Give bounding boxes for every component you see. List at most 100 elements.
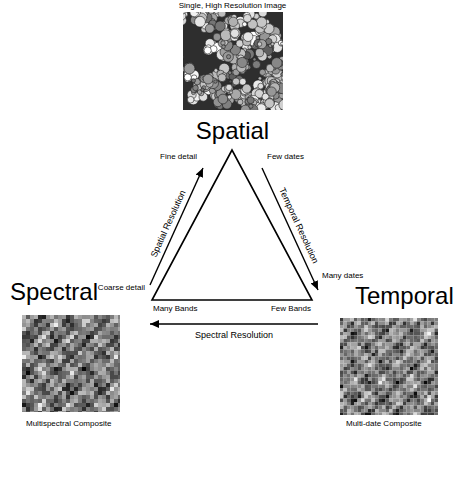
image-pixel — [393, 318, 397, 322]
image-pixel — [344, 378, 348, 382]
image-pixel — [114, 347, 118, 351]
image-pixel — [382, 406, 386, 410]
image-pixel — [66, 335, 70, 339]
image-pixel — [62, 395, 66, 399]
image-pixel — [372, 392, 376, 396]
image-pixel — [375, 325, 379, 329]
image-pixel — [74, 407, 78, 411]
image-pixel — [368, 336, 372, 340]
image-pixel — [351, 385, 355, 389]
image-pixel — [54, 399, 58, 403]
foliage-blob — [267, 87, 276, 96]
image-pixel — [22, 359, 26, 363]
image-pixel — [393, 346, 397, 350]
foliage-blob — [281, 42, 284, 45]
image-pixel — [386, 392, 390, 396]
image-pixel — [396, 371, 400, 375]
foliage-blob — [271, 42, 274, 45]
image-pixel — [382, 409, 386, 413]
image-pixel — [435, 336, 439, 340]
image-pixel — [86, 375, 90, 379]
image-pixel — [351, 346, 355, 350]
image-pixel — [400, 336, 404, 340]
image-pixel — [365, 343, 369, 347]
image-pixel — [118, 331, 120, 335]
image-pixel — [403, 343, 407, 347]
image-pixel — [435, 388, 439, 392]
image-pixel — [365, 381, 369, 385]
image-pixel — [358, 395, 362, 399]
image-pixel — [62, 343, 66, 347]
image-pixel — [361, 318, 365, 322]
image-pixel — [78, 391, 82, 395]
image-pixel — [347, 402, 351, 406]
image-pixel — [421, 367, 425, 371]
foliage-blob — [265, 99, 274, 108]
image-pixel — [110, 315, 114, 319]
image-pixel — [368, 329, 372, 333]
image-pixel — [98, 327, 102, 331]
image-pixel — [46, 375, 50, 379]
image-pixel — [396, 378, 400, 382]
image-pixel — [42, 367, 46, 371]
image-pixel — [389, 413, 393, 416]
image-pixel — [42, 375, 46, 379]
image-pixel — [340, 385, 344, 389]
image-pixel — [361, 343, 365, 347]
image-pixel — [347, 346, 351, 350]
image-pixel — [102, 383, 106, 387]
image-pixel — [403, 318, 407, 322]
image-pixel — [340, 318, 344, 322]
image-pixel — [351, 322, 355, 326]
image-pixel — [340, 364, 344, 368]
image-pixel — [400, 332, 404, 336]
image-pixel — [66, 359, 70, 363]
image-pixel — [354, 402, 358, 406]
image-pixel — [347, 353, 351, 357]
image-pixel — [354, 395, 358, 399]
image-pixel — [407, 332, 411, 336]
image-pixel — [347, 409, 351, 413]
image-pixel — [400, 385, 404, 389]
image-pixel — [351, 325, 355, 329]
image-pixel — [344, 374, 348, 378]
image-pixel — [386, 332, 390, 336]
image-pixel — [70, 351, 74, 355]
image-pixel — [431, 378, 435, 382]
image-pixel — [34, 339, 38, 343]
image-pixel — [70, 331, 74, 335]
image-pixel — [54, 375, 58, 379]
image-pixel — [90, 387, 94, 391]
image-pixel — [50, 379, 54, 383]
image-pixel — [354, 406, 358, 410]
image-pixel — [407, 378, 411, 382]
image-pixel — [74, 359, 78, 363]
image-pixel — [98, 355, 102, 359]
image-pixel — [379, 402, 383, 406]
image-pixel — [351, 318, 355, 322]
image-pixel — [393, 339, 397, 343]
image-pixel — [368, 357, 372, 361]
image-pixel — [102, 379, 106, 383]
image-pixel — [382, 353, 386, 357]
image-pixel — [372, 367, 376, 371]
image-pixel — [102, 403, 106, 407]
image-pixel — [344, 402, 348, 406]
image-pixel — [38, 371, 42, 375]
image-pixel — [358, 332, 362, 336]
image-pixel — [354, 322, 358, 326]
image-pixel — [26, 363, 30, 367]
image-pixel — [38, 339, 42, 343]
image-pixel — [382, 364, 386, 368]
image-pixel — [106, 383, 110, 387]
image-pixel — [46, 411, 50, 412]
image-pixel — [396, 360, 400, 364]
image-pixel — [98, 343, 102, 347]
image-pixel — [50, 407, 54, 411]
image-pixel — [372, 364, 376, 368]
image-pixel — [368, 413, 372, 416]
image-pixel — [347, 364, 351, 368]
image-pixel — [98, 391, 102, 395]
image-pixel — [396, 325, 400, 329]
image-pixel — [389, 399, 393, 403]
